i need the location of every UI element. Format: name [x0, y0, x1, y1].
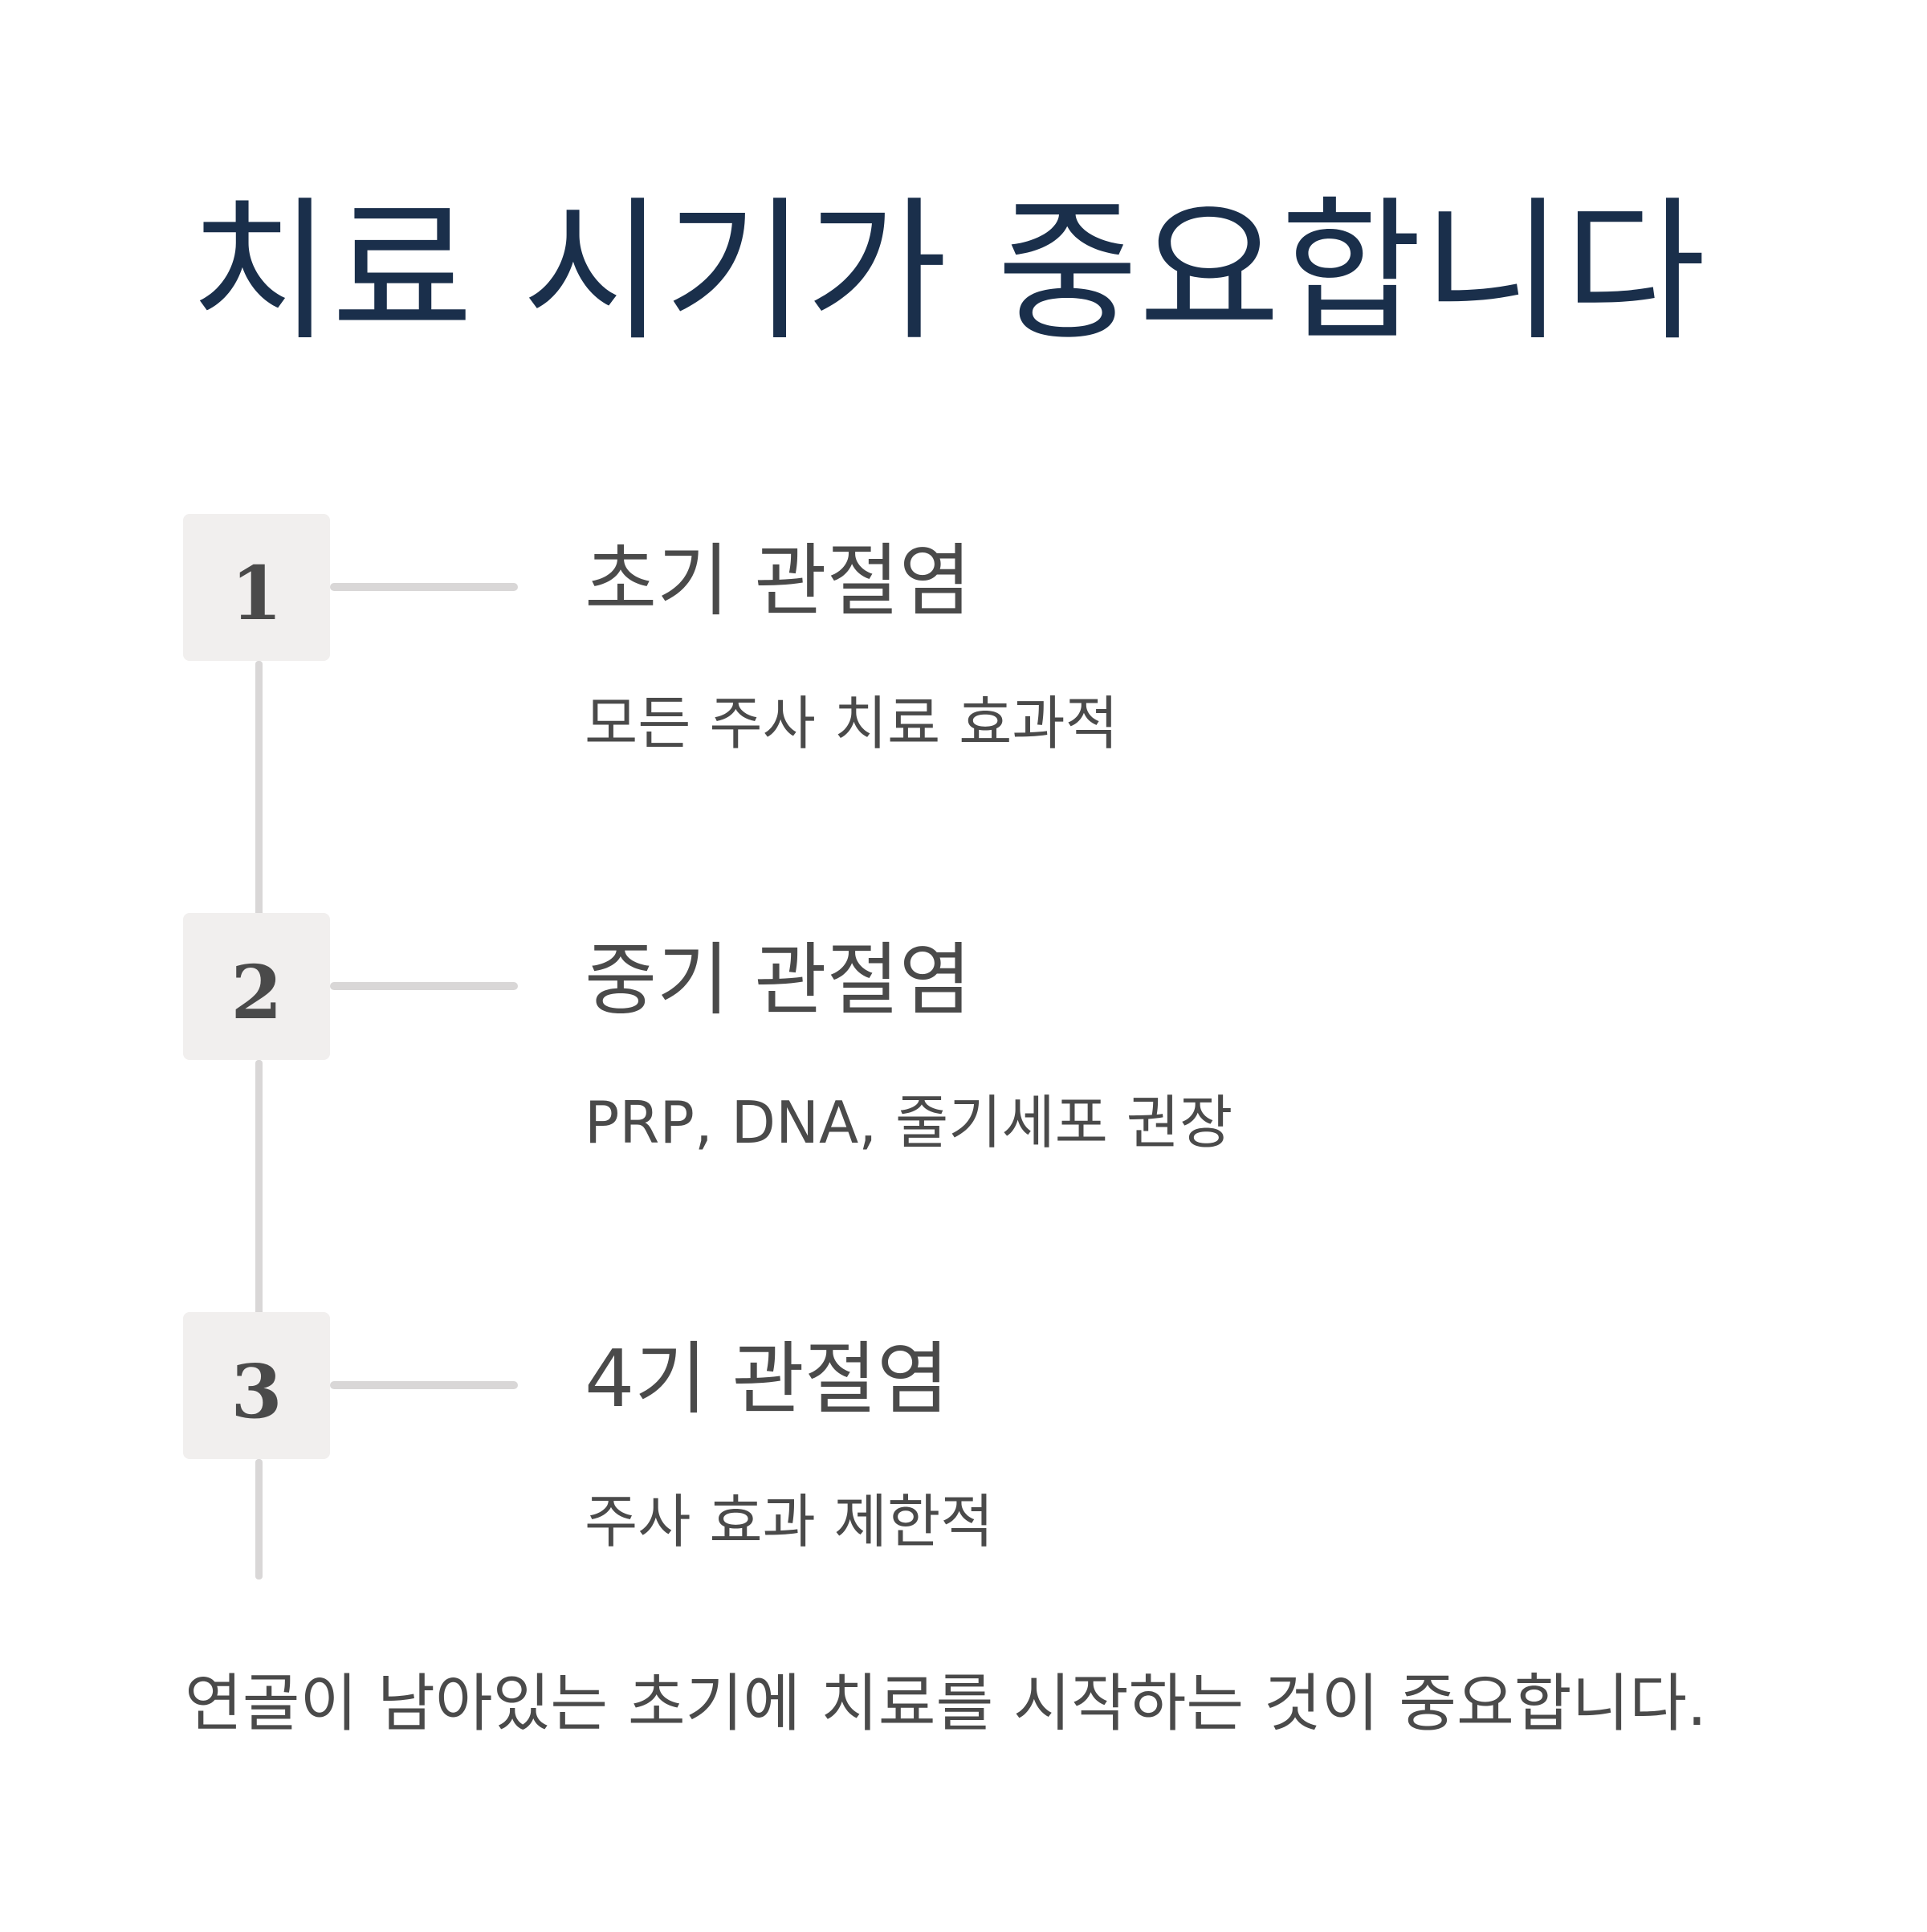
step-number: 1: [230, 549, 283, 637]
step-number: 2: [230, 948, 283, 1036]
step-number-box: 2: [183, 913, 330, 1060]
step-number-box: 1: [183, 514, 330, 661]
timeline-connector: [255, 1459, 263, 1579]
step-description: 모든 주사 치료 효과적: [585, 690, 1118, 757]
step-title: 중기 관절염: [585, 935, 972, 1026]
step-description: PRP, DNA, 줄기세포 권장: [585, 1089, 1233, 1156]
timeline-connector: [255, 1060, 263, 1315]
step-description: 주사 효과 제한적: [585, 1488, 994, 1555]
step-title: 4기 관절염: [585, 1334, 950, 1425]
page-title: 치료 시기가 중요합니다: [189, 183, 1706, 362]
step-title: 초기 관절염: [585, 536, 972, 627]
step-connector: [330, 982, 518, 990]
step-number-box: 3: [183, 1312, 330, 1459]
timeline-connector: [255, 661, 263, 916]
step-number: 3: [230, 1347, 283, 1435]
step-connector: [330, 1381, 518, 1389]
footer-note: 연골이 남아있는 초기에 치료를 시작하는 것이 중요합니다.: [185, 1668, 1707, 1740]
step-connector: [330, 583, 518, 591]
